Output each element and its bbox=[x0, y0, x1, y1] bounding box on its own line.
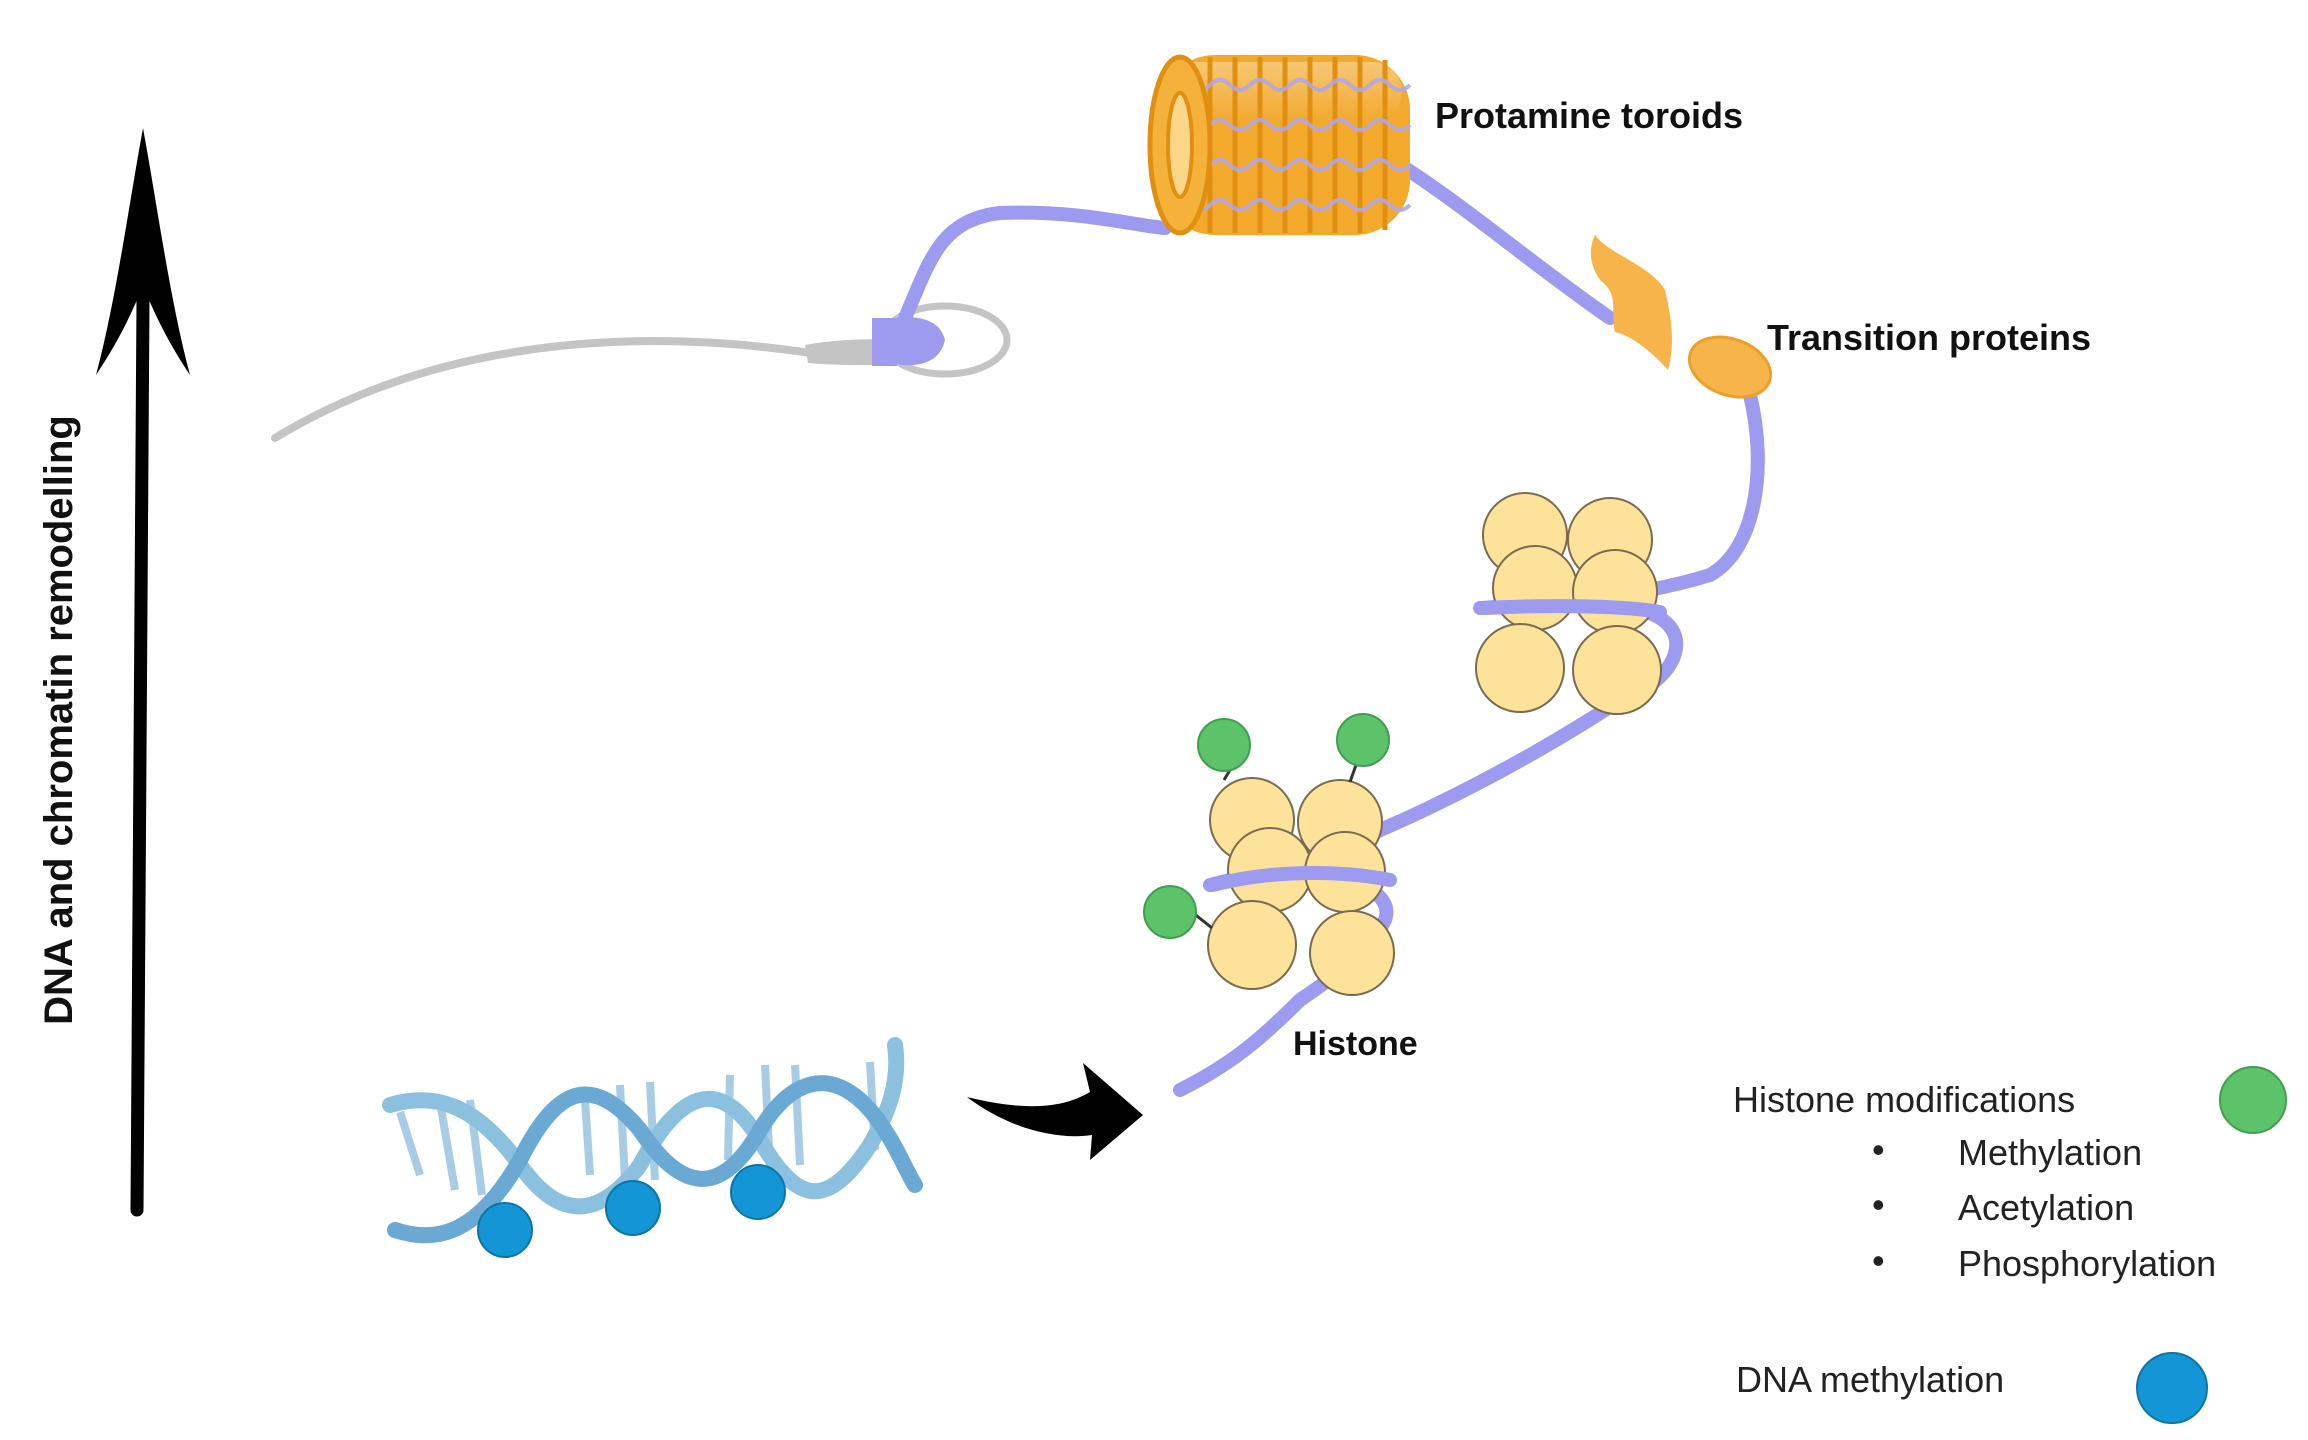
legend-item-phosphorylation: Phosphorylation bbox=[1958, 1243, 2216, 1284]
legend-bullet: • bbox=[1872, 1240, 1885, 1281]
helix-strand-b bbox=[387, 1075, 923, 1244]
histone-bead bbox=[1207, 900, 1297, 990]
dna-methyl-marker bbox=[730, 1164, 786, 1220]
histone-mod-marker bbox=[1336, 713, 1390, 767]
histone-mod-marker bbox=[1197, 718, 1251, 772]
vertical-arrow-head bbox=[96, 128, 190, 375]
toroid-hole bbox=[1166, 91, 1194, 199]
histone-bead bbox=[1572, 549, 1658, 635]
axis-label: DNA and chromatin remodelling bbox=[37, 415, 81, 1025]
legend-item-methylation: Methylation bbox=[1958, 1132, 2142, 1173]
dna-methyl-marker bbox=[605, 1180, 661, 1236]
label-histone: Histone bbox=[1293, 1025, 1418, 1063]
strand-upper-nucleosome-front bbox=[1478, 599, 1667, 619]
strand-toroid-to-transition bbox=[1398, 161, 1617, 325]
nucleosome-lower bbox=[1207, 777, 1395, 996]
strand-lower-nucleosome-front bbox=[1206, 866, 1397, 892]
sperm-cell bbox=[271, 302, 1011, 442]
histone-mod-marker bbox=[1143, 885, 1197, 939]
helix-strand-a bbox=[382, 1037, 905, 1215]
legend-bullet: • bbox=[1872, 1129, 1885, 1170]
strand-sperm-to-toroid bbox=[898, 205, 1172, 325]
sperm-tail bbox=[271, 337, 904, 442]
label-protamine-toroids: Protamine toroids bbox=[1435, 95, 1743, 136]
sperm-neck bbox=[872, 318, 897, 366]
histone-bead bbox=[1475, 623, 1565, 713]
sperm-head-nucleus bbox=[895, 317, 945, 366]
histone-bead bbox=[1572, 625, 1662, 715]
transition-protein-2 bbox=[1687, 335, 1773, 399]
legend-dna-methylation: DNA methylation bbox=[1736, 1359, 2004, 1400]
transition-protein-1 bbox=[1590, 235, 1672, 370]
vertical-arrow-shaft bbox=[130, 293, 150, 1217]
legend-dna-methyl-swatch bbox=[2136, 1352, 2208, 1424]
histone-bead bbox=[1492, 545, 1578, 631]
transition-proteins bbox=[1590, 235, 1773, 399]
label-transition-proteins: Transition proteins bbox=[1767, 317, 2091, 358]
legend-bullet: • bbox=[1872, 1184, 1885, 1225]
vertical-arrow bbox=[96, 128, 190, 1217]
histone-bead bbox=[1309, 910, 1395, 996]
protamine-toroid-coil bbox=[1147, 54, 1412, 236]
curved-arrow bbox=[967, 1063, 1143, 1160]
strand-tail-end bbox=[1173, 993, 1307, 1097]
histone-modification-markers bbox=[1143, 713, 1390, 939]
legend: Histone modifications • Methylation • Ac… bbox=[1733, 1066, 2287, 1424]
dna-double-helix bbox=[382, 1037, 923, 1258]
legend-item-acetylation: Acetylation bbox=[1958, 1187, 2134, 1228]
legend-histone-modifications-title: Histone modifications bbox=[1733, 1079, 2075, 1120]
dna-methyl-marker bbox=[477, 1202, 533, 1258]
legend-histone-mod-swatch bbox=[2219, 1066, 2287, 1134]
